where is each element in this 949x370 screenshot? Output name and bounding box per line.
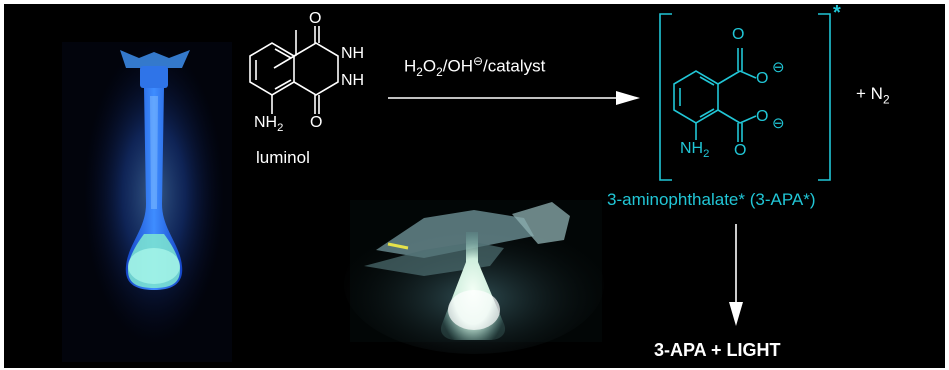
nitrogen-byproduct: + N2	[856, 84, 890, 107]
excited-state-marker: *	[833, 4, 841, 24]
product-charge-bottom: ⊖	[772, 115, 785, 132]
product-oxygen-bottom: O	[734, 142, 747, 159]
product-oxygen-top: O	[732, 26, 745, 43]
product-charge-top: ⊖	[772, 59, 785, 76]
product-amine: NH2	[680, 140, 710, 161]
luminol-structure	[249, 26, 339, 114]
product-carboxylate-oxygen-bottom: O	[756, 108, 769, 125]
black-panel: O NH NH O NH2 luminol H2O2/OH⊖/catalyst …	[4, 4, 945, 368]
product-label: 3-aminophthalate* (3-APA*)	[607, 190, 816, 209]
glowing-tube-photo	[62, 42, 232, 362]
luminol-nh-bottom: NH	[341, 72, 365, 89]
product-structure	[659, 13, 831, 181]
luminol-oxygen-top: O	[309, 10, 322, 27]
reaction-conditions: H2O2/OH⊖/catalyst	[404, 54, 546, 80]
final-product-label: 3-APA + LIGHT	[654, 340, 781, 360]
luminol-nh-top: NH	[341, 45, 365, 62]
luminol-oxygen-bottom: O	[310, 114, 323, 131]
down-arrow	[729, 224, 743, 326]
luminol-amine: NH2	[254, 114, 284, 135]
glowing-flask-photo	[344, 200, 604, 354]
reaction-arrow	[388, 91, 640, 105]
product-carboxylate-oxygen-top: O	[756, 70, 769, 87]
reaction-diagram-graphics	[62, 13, 831, 362]
luminol-label: luminol	[256, 148, 310, 167]
